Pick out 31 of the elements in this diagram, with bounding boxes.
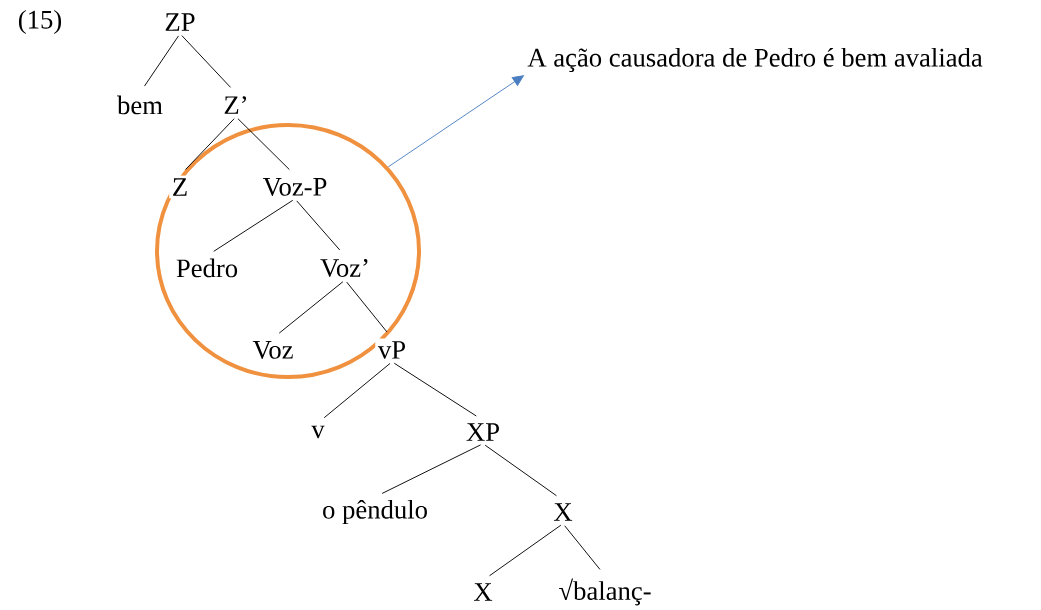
tree-label: vP — [375, 338, 409, 362]
tree-branch — [213, 199, 294, 252]
tree-branch — [393, 362, 477, 417]
sentence-text: A ação causadora de Pedro é bem avaliada — [524, 45, 986, 75]
tree-label: √balanç- — [555, 575, 655, 609]
arrow — [387, 75, 524, 168]
tree-branch — [181, 35, 231, 88]
tree-branch — [185, 118, 235, 171]
tree-label: Voz’ — [317, 256, 373, 280]
tree-label: X — [550, 500, 576, 524]
tree-label: Pedro — [173, 255, 241, 281]
tree-branch — [564, 525, 601, 570]
tree-branch — [484, 444, 557, 497]
highlight-ring — [155, 123, 421, 379]
example-number: (15) — [18, 9, 62, 35]
tree-branch — [144, 35, 179, 87]
tree-label: ZP — [161, 10, 199, 34]
tree-branch — [296, 200, 341, 251]
tree-label: XP — [463, 420, 503, 444]
tree-label: o pêndulo — [319, 497, 431, 527]
tree-branch — [323, 363, 391, 419]
tree-label: bem — [114, 92, 166, 118]
tree-branch — [237, 118, 290, 170]
tree-label: Voz-P — [260, 175, 330, 199]
tree-branch — [489, 524, 562, 577]
tree-branch — [278, 281, 344, 334]
tree-label: Voz — [249, 338, 297, 362]
tree-label: X — [470, 580, 496, 604]
tree-label: v — [308, 423, 328, 441]
tree-label: Z’ — [220, 93, 252, 117]
tree-branch — [381, 444, 482, 494]
